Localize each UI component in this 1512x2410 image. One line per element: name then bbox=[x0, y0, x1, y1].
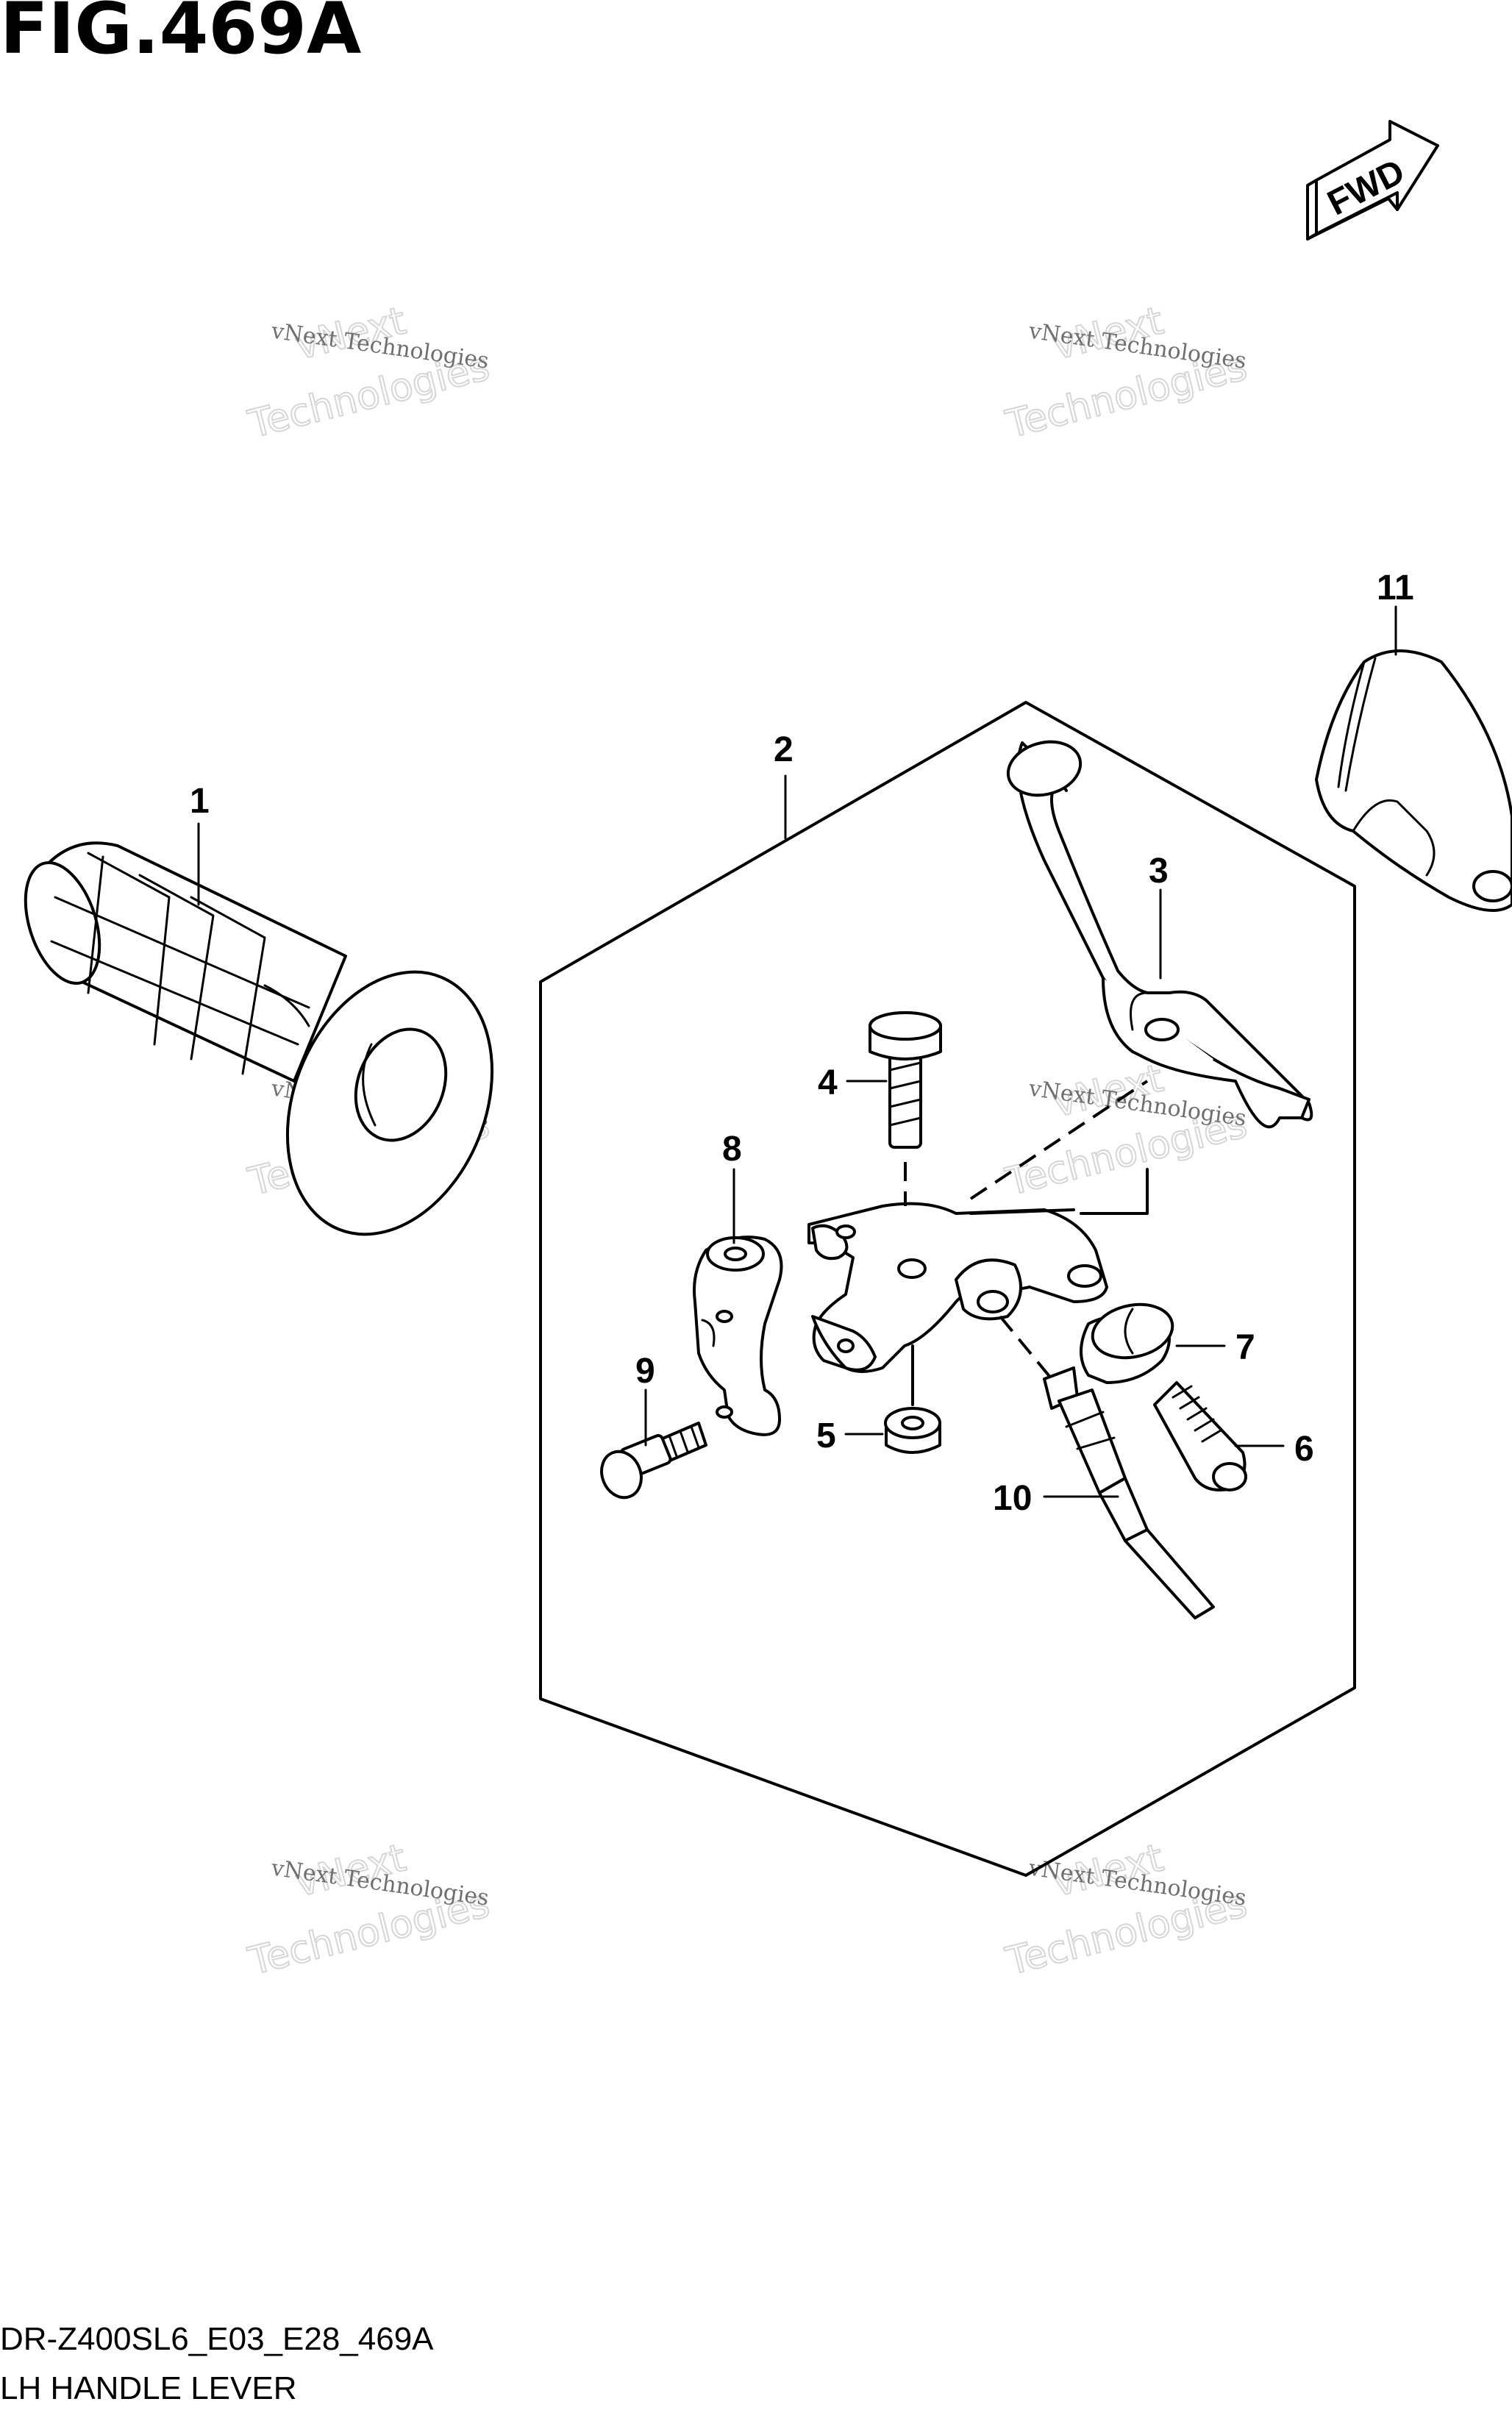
watermark-top-left: Technologies vNext vNext Technologies bbox=[243, 298, 495, 448]
nut-part-5 bbox=[884, 1407, 941, 1454]
callout-6: 6 bbox=[1294, 1430, 1314, 1469]
figure-title: FIG.469A bbox=[0, 0, 361, 70]
assembly-line-lever-pivot bbox=[969, 1168, 1149, 1215]
clamp-part-8 bbox=[693, 1236, 783, 1436]
callout-11: 11 bbox=[1377, 568, 1414, 607]
forward-arrow-icon: FWD bbox=[1306, 120, 1439, 240]
callout-4: 4 bbox=[818, 1063, 838, 1102]
callout-1: 1 bbox=[190, 782, 210, 821]
callout-10: 10 bbox=[993, 1479, 1032, 1518]
lever-cover-part-11 bbox=[1315, 649, 1512, 912]
clutch-cable-part-10 bbox=[1043, 1366, 1215, 1619]
assembly-frame bbox=[539, 701, 1356, 1877]
lever-holder-part-2 bbox=[807, 1202, 1108, 1373]
callout-7: 7 bbox=[1235, 1328, 1255, 1367]
callout-3: 3 bbox=[1149, 852, 1169, 891]
callout-2: 2 bbox=[774, 730, 794, 769]
diagram-code: DR-Z400SL6_E03_E28_469A bbox=[0, 2321, 434, 2357]
diagram-caption: LH HANDLE LEVER bbox=[0, 2370, 296, 2406]
cable-adjuster-part-6 bbox=[1153, 1381, 1247, 1491]
watermark-bottom-left: Technologies vNext vNext Technologies bbox=[243, 1835, 495, 1985]
adjuster-nut-part-7 bbox=[1080, 1302, 1174, 1384]
watermark-bottom-right: Technologies vNext vNext Technologies bbox=[1001, 1835, 1252, 1985]
callout-9: 9 bbox=[635, 1352, 655, 1391]
callout-5: 5 bbox=[816, 1416, 836, 1455]
pivot-bolt-part-4 bbox=[869, 1011, 942, 1149]
clutch-lever-part-3 bbox=[1006, 740, 1313, 1129]
clamp-bolt-part-9 bbox=[600, 1422, 707, 1500]
assembly-line-cable bbox=[999, 1315, 1053, 1380]
callout-8: 8 bbox=[722, 1130, 742, 1169]
grip-part-1 bbox=[24, 841, 494, 1236]
assembly-line-lever bbox=[969, 1080, 1149, 1200]
watermark-top-right: Technologies vNext vNext Technologies bbox=[1001, 298, 1252, 448]
